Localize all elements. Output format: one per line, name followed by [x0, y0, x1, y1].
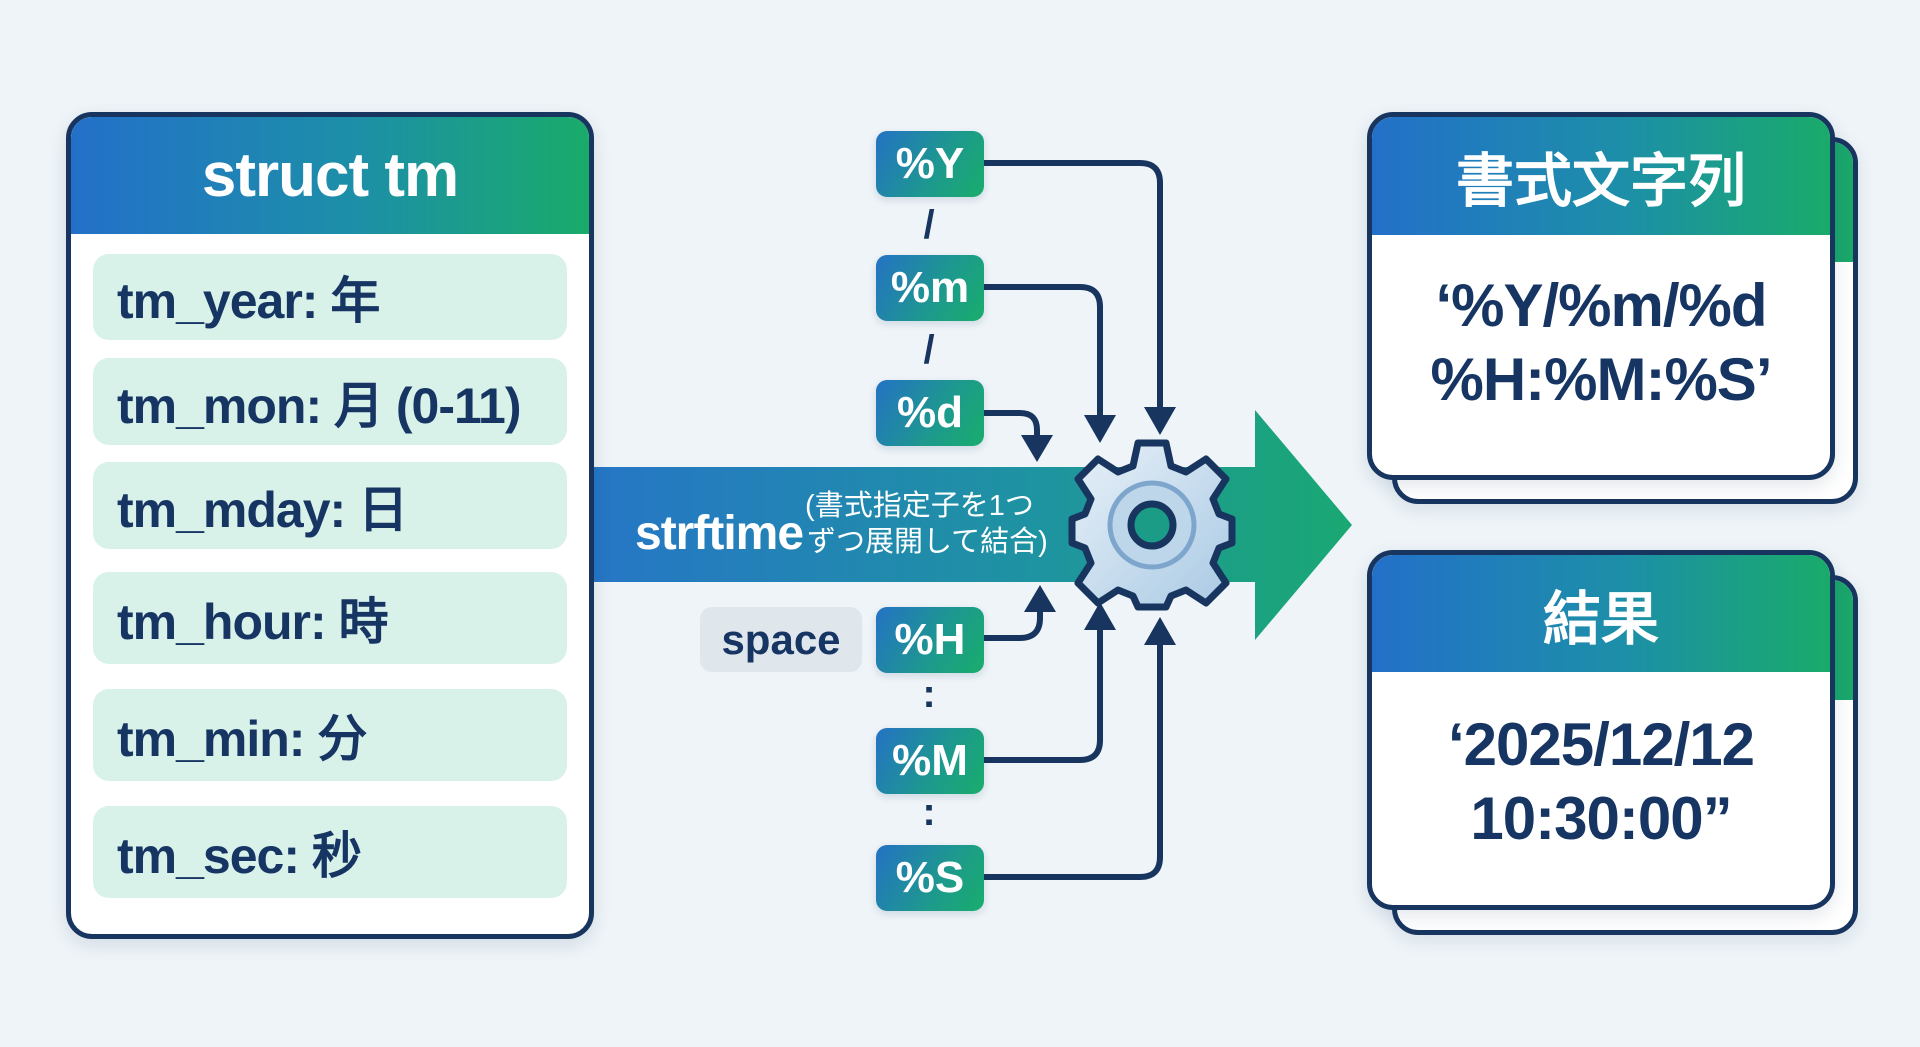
- specifier-minute: %M: [876, 728, 984, 794]
- arrowhead-H: [1024, 585, 1056, 612]
- specifier-day: %d: [876, 380, 984, 446]
- field-tm-min: tm_min: 分: [93, 689, 567, 781]
- space-label: space: [721, 615, 841, 663]
- result-card: 結果 ‘2025/12/12 10:30:00”: [1367, 550, 1835, 910]
- gear-icon: [1068, 439, 1236, 611]
- result-line-2: 10:30:00”: [1470, 785, 1732, 852]
- result-title: 結果: [1542, 586, 1659, 652]
- arrowhead-m: [1084, 415, 1116, 443]
- arrowhead-M: [1084, 602, 1116, 630]
- arrowhead-d: [1021, 435, 1053, 462]
- arrowhead-S: [1144, 617, 1176, 645]
- separator-colon-2: :: [922, 790, 936, 834]
- connector-d: [980, 410, 1040, 443]
- field-tm-mon: tm_mon: 月 (0-11): [93, 358, 567, 445]
- field-tm-hour: tm_hour: 時: [93, 572, 567, 664]
- field-label: tm_hour: 時: [117, 594, 389, 650]
- field-tm-sec: tm_sec: 秒: [93, 806, 567, 898]
- format-line-2: %H:%M:%S’: [1430, 346, 1772, 413]
- strftime-desc-line2: ずつ展開して結合): [807, 526, 1048, 558]
- specifier-year: %Y: [876, 131, 984, 197]
- specifier-month: %m: [876, 255, 984, 321]
- struct-tm-card: struct tm tm_year: 年 tm_mon: 月 (0-11) tm…: [66, 112, 594, 939]
- specifier-second: %S: [876, 845, 984, 911]
- strftime-description: (書式指定子を1つ ずつ展開して結合): [805, 488, 1048, 560]
- struct-tm-title: struct tm: [201, 141, 459, 210]
- strftime-label: strftime (書式指定子を1つ ずつ展開して結合): [635, 488, 1048, 564]
- connector-Y: [980, 160, 1163, 415]
- field-tm-year: tm_year: 年: [93, 254, 567, 340]
- format-string-card: 書式文字列 ‘%Y/%m/%d %H:%M:%S’: [1367, 112, 1835, 480]
- format-string-header: 書式文字列: [1372, 117, 1830, 235]
- format-line-1: ‘%Y/%m/%d: [1435, 272, 1767, 339]
- field-label: tm_year: 年: [117, 273, 380, 329]
- connector-M: [980, 622, 1103, 763]
- specifier-hour: %H: [876, 607, 984, 673]
- field-label: tm_sec: 秒: [117, 828, 362, 884]
- result-line-1: ‘2025/12/12: [1448, 711, 1755, 778]
- field-label: tm_mday: 日: [117, 481, 408, 538]
- separator-colon-1: :: [922, 672, 936, 716]
- field-tm-mday: tm_mday: 日: [93, 462, 567, 549]
- result-header: 結果: [1372, 555, 1830, 672]
- strftime-name: strftime: [635, 507, 804, 560]
- connector-S: [980, 637, 1163, 880]
- format-string-value: ‘%Y/%m/%d %H:%M:%S’: [1372, 269, 1830, 417]
- strftime-desc-line1: (書式指定子を1つ: [805, 490, 1034, 522]
- field-label: tm_min: 分: [117, 711, 367, 767]
- connector-m: [980, 284, 1103, 423]
- separator-slash-2: /: [923, 328, 935, 372]
- field-label: tm_mon: 月 (0-11): [117, 377, 522, 434]
- format-string-title: 書式文字列: [1455, 149, 1746, 214]
- space-badge: space: [700, 607, 862, 672]
- connector-H: [980, 602, 1043, 641]
- struct-tm-header: struct tm: [71, 117, 589, 234]
- separator-slash-1: /: [923, 203, 935, 247]
- arrowhead-Y: [1144, 407, 1176, 435]
- result-value: ‘2025/12/12 10:30:00”: [1372, 708, 1830, 856]
